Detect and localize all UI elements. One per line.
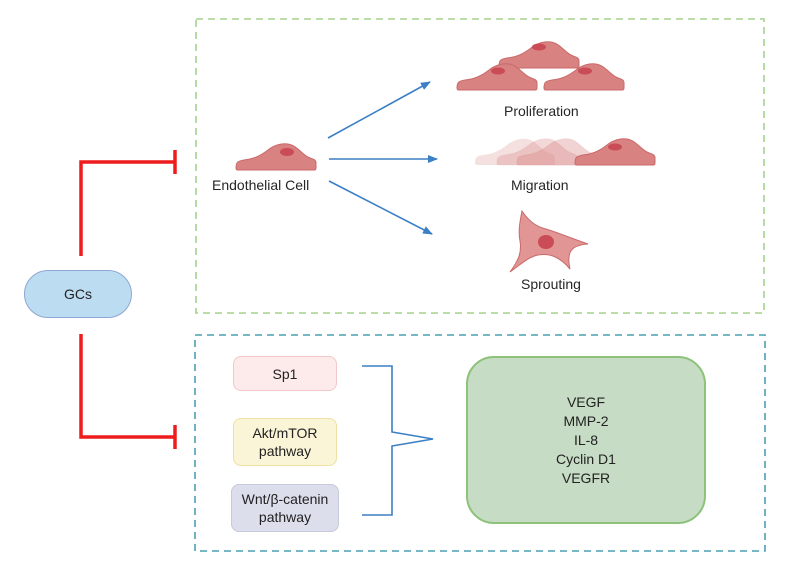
proliferation-label: Proliferation [504,103,579,119]
sprouting-cell-icon [509,209,589,273]
endothelial-cell-icon [235,143,317,171]
target-genes-box: VEGF MMP-2 IL-8 Cyclin D1 VEGFR [466,356,706,524]
cellular-effects-panel [195,18,765,314]
pathway-akt-mtor-line2: pathway [258,443,312,459]
target-item: MMP-2 [563,412,609,429]
pathway-wnt-line2: pathway [258,509,312,525]
migration-label: Migration [511,177,569,193]
proliferation-cells-icon [456,41,625,91]
pathway-wnt-beta-catenin: Wnt/β-catenin pathway [231,484,339,532]
sprouting-label: Sprouting [521,276,581,292]
pathway-akt-mtor: Akt/mTOR pathway [233,418,337,466]
inhibition-edge-top [79,150,177,256]
gcs-node: GCs [24,270,132,318]
target-item: VEGF [566,393,606,410]
pathway-bracket [362,365,434,516]
pathway-wnt-line1: Wnt/β-catenin [241,491,329,507]
gcs-label: GCs [64,286,92,302]
arrow-to-sprouting [328,180,433,235]
inhibition-edge-bottom [79,334,177,449]
target-item: Cyclin D1 [556,450,616,467]
molecular-pathways-panel [194,334,766,552]
target-item: IL-8 [573,431,599,448]
pathway-akt-mtor-line1: Akt/mTOR [252,425,318,441]
target-item: VEGFR [561,469,611,486]
pathway-sp1-label: Sp1 [272,365,298,382]
arrow-to-proliferation [327,81,431,139]
pathway-sp1: Sp1 [233,356,337,391]
migration-cells-icon [475,138,656,166]
endothelial-cell-label: Endothelial Cell [212,177,310,193]
